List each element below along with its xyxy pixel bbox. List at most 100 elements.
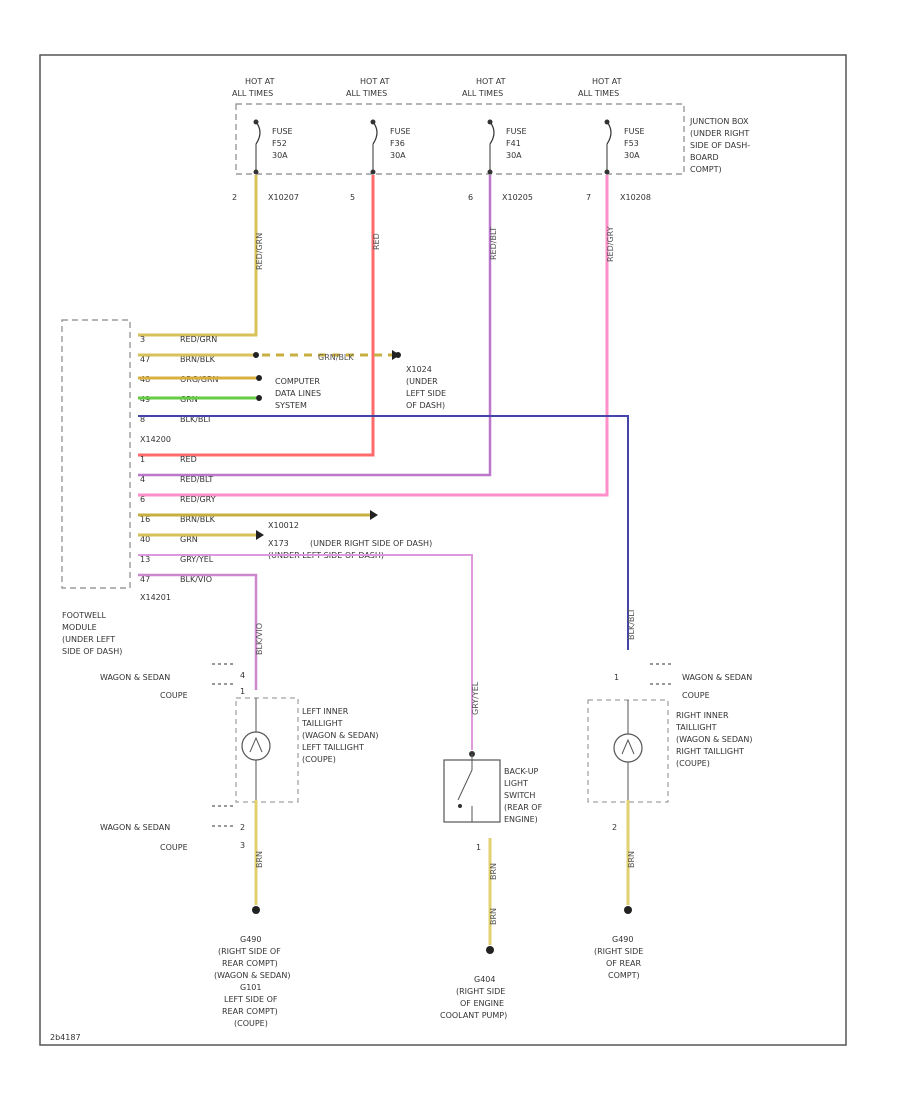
svg-text:X173: X173 bbox=[268, 539, 289, 548]
svg-text:WAGON & SEDAN: WAGON & SEDAN bbox=[100, 673, 170, 682]
svg-text:(WAGON & SEDAN): (WAGON & SEDAN) bbox=[214, 971, 290, 980]
svg-text:LIGHT: LIGHT bbox=[504, 779, 528, 788]
svg-text:SIDE OF DASH-: SIDE OF DASH- bbox=[690, 141, 750, 150]
svg-text:WAGON & SEDAN: WAGON & SEDAN bbox=[682, 673, 752, 682]
svg-text:COMPT): COMPT) bbox=[608, 971, 640, 980]
svg-text:X1024: X1024 bbox=[406, 365, 432, 374]
fuse-f36: HOT AT ALL TIMES FUSE F36 30A 5 bbox=[346, 77, 411, 202]
svg-text:1: 1 bbox=[614, 673, 619, 682]
svg-text:ENGINE): ENGINE) bbox=[504, 815, 538, 824]
svg-text:SIDE OF DASH): SIDE OF DASH) bbox=[62, 647, 122, 656]
svg-text:COUPE: COUPE bbox=[160, 843, 188, 852]
svg-text:COMPUTER: COMPUTER bbox=[275, 377, 320, 386]
svg-text:JUNCTION BOX: JUNCTION BOX bbox=[689, 117, 749, 126]
ground-mid bbox=[486, 946, 494, 954]
svg-text:RED/GRN: RED/GRN bbox=[180, 335, 217, 344]
svg-text:GRN/BLK: GRN/BLK bbox=[318, 353, 354, 362]
svg-text:6: 6 bbox=[468, 193, 473, 202]
svg-text:ALL TIMES: ALL TIMES bbox=[232, 89, 273, 98]
svg-text:BRN/BLK: BRN/BLK bbox=[180, 355, 216, 364]
svg-text:BOARD: BOARD bbox=[690, 153, 719, 162]
svg-text:X14201: X14201 bbox=[140, 593, 171, 602]
svg-text:3: 3 bbox=[240, 841, 245, 850]
svg-text:BRN: BRN bbox=[627, 851, 636, 868]
connector-x1024-label: X1024 (UNDER LEFT SIDE OF DASH) bbox=[406, 365, 446, 410]
footwell-module-label: FOOTWELL MODULE (UNDER LEFT SIDE OF DASH… bbox=[62, 611, 122, 656]
fuse-f41: HOT AT ALL TIMES FUSE F41 30A 6 X10205 bbox=[462, 77, 533, 202]
svg-text:HOT AT: HOT AT bbox=[245, 77, 275, 86]
svg-text:LEFT TAILLIGHT: LEFT TAILLIGHT bbox=[302, 743, 364, 752]
svg-text:BLK/VIO: BLK/VIO bbox=[180, 575, 212, 584]
svg-text:RED: RED bbox=[180, 455, 197, 464]
svg-text:16: 16 bbox=[140, 515, 150, 524]
connector-x10012-label: X10012 (UNDER RIGHT SIDE OF DASH) bbox=[268, 521, 432, 548]
svg-text:SWITCH: SWITCH bbox=[504, 791, 535, 800]
svg-text:MODULE: MODULE bbox=[62, 623, 97, 632]
svg-text:2: 2 bbox=[240, 823, 245, 832]
svg-text:WAGON & SEDAN: WAGON & SEDAN bbox=[100, 823, 170, 832]
junction-box-outline bbox=[235, 103, 685, 175]
svg-text:4: 4 bbox=[240, 671, 245, 680]
svg-text:1: 1 bbox=[476, 843, 481, 852]
svg-text:BRN: BRN bbox=[489, 863, 498, 880]
svg-text:F41: F41 bbox=[506, 139, 521, 148]
svg-text:G490: G490 bbox=[240, 935, 261, 944]
svg-text:30A: 30A bbox=[272, 151, 288, 160]
backup-light-switch: BACK-UP LIGHT SWITCH (REAR OF ENGINE) 1 bbox=[443, 751, 543, 852]
svg-text:TAILLIGHT: TAILLIGHT bbox=[675, 723, 717, 732]
svg-text:RED: RED bbox=[372, 233, 381, 250]
ground-left-label: G490 (RIGHT SIDE OF REAR COMPT) (WAGON &… bbox=[214, 935, 290, 1028]
diagram-border bbox=[39, 54, 847, 1046]
svg-text:COUPE: COUPE bbox=[160, 691, 188, 700]
svg-text:X10012: X10012 bbox=[268, 521, 299, 530]
svg-text:HOT AT: HOT AT bbox=[476, 77, 506, 86]
svg-text:COUPE: COUPE bbox=[682, 691, 710, 700]
svg-text:ALL TIMES: ALL TIMES bbox=[462, 89, 503, 98]
svg-text:ALL TIMES: ALL TIMES bbox=[578, 89, 619, 98]
svg-text:RED/GRY: RED/GRY bbox=[606, 226, 615, 262]
svg-text:30A: 30A bbox=[390, 151, 406, 160]
svg-text:RED/GRN: RED/GRN bbox=[255, 233, 264, 270]
svg-text:BRN: BRN bbox=[255, 851, 264, 868]
svg-text:BRN/BLK: BRN/BLK bbox=[180, 515, 216, 524]
svg-text:G404: G404 bbox=[474, 975, 495, 984]
svg-text:GRY/YEL: GRY/YEL bbox=[471, 681, 480, 715]
svg-text:4: 4 bbox=[140, 475, 145, 484]
svg-text:G490: G490 bbox=[612, 935, 633, 944]
svg-text:BLK/BLT: BLK/BLT bbox=[627, 608, 636, 640]
svg-text:F36: F36 bbox=[390, 139, 405, 148]
svg-text:X10208: X10208 bbox=[620, 193, 651, 202]
svg-text:2: 2 bbox=[232, 193, 237, 202]
svg-text:(RIGHT SIDE: (RIGHT SIDE bbox=[456, 987, 505, 996]
svg-text:1: 1 bbox=[140, 455, 145, 464]
svg-text:(WAGON & SEDAN): (WAGON & SEDAN) bbox=[302, 731, 378, 740]
computer-data-lines-label: COMPUTER DATA LINES SYSTEM bbox=[275, 377, 321, 410]
svg-text:BRN: BRN bbox=[489, 908, 498, 925]
svg-text:FUSE: FUSE bbox=[272, 127, 293, 136]
svg-text:GRY/YEL: GRY/YEL bbox=[180, 555, 214, 564]
fuse-f53: HOT AT ALL TIMES FUSE F53 30A 7 X10208 bbox=[578, 77, 651, 202]
svg-text:30A: 30A bbox=[506, 151, 522, 160]
svg-text:REAR COMPT): REAR COMPT) bbox=[222, 1007, 278, 1016]
svg-text:X10205: X10205 bbox=[502, 193, 533, 202]
svg-text:LEFT SIDE: LEFT SIDE bbox=[406, 389, 446, 398]
wire-f36 bbox=[138, 175, 375, 457]
wire-gry-yel bbox=[138, 554, 473, 750]
svg-text:30A: 30A bbox=[624, 151, 640, 160]
svg-text:BACK-UP: BACK-UP bbox=[504, 767, 539, 776]
wire-f53 bbox=[138, 175, 609, 497]
svg-text:40: 40 bbox=[140, 535, 150, 544]
wire-f41 bbox=[138, 175, 492, 477]
svg-text:(RIGHT SIDE OF: (RIGHT SIDE OF bbox=[218, 947, 281, 956]
svg-text:FUSE: FUSE bbox=[390, 127, 411, 136]
svg-text:HOT AT: HOT AT bbox=[592, 77, 622, 86]
svg-text:LEFT INNER: LEFT INNER bbox=[302, 707, 349, 716]
svg-text:OF ENGINE: OF ENGINE bbox=[460, 999, 504, 1008]
svg-text:TAILLIGHT: TAILLIGHT bbox=[301, 719, 343, 728]
svg-text:REAR COMPT): REAR COMPT) bbox=[222, 959, 278, 968]
footwell-pins: 3 RED/GRN 47 BRN/BLK 48 ORG/GRN 49 GRN 8… bbox=[140, 335, 219, 602]
svg-text:1: 1 bbox=[240, 687, 245, 696]
svg-text:47: 47 bbox=[140, 355, 150, 364]
svg-text:FUSE: FUSE bbox=[624, 127, 645, 136]
